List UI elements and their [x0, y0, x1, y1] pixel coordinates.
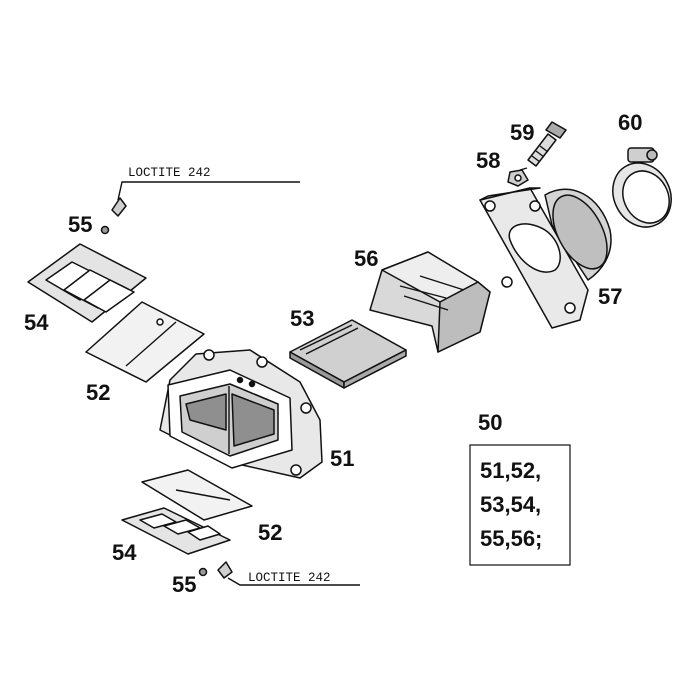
leader-lines — [117, 167, 528, 586]
callout-60: 60 — [618, 110, 642, 135]
part-52-top-reed-petal — [85, 301, 205, 383]
callout-55-bottom: 55 — [172, 572, 196, 597]
part-56-deflector — [369, 251, 491, 353]
part-60-hose-clamp — [612, 147, 672, 228]
part-55-top-screw — [100, 197, 127, 235]
callout-53: 53 — [290, 306, 314, 331]
loctite-note-top: LOCTITE 242 — [128, 166, 211, 180]
kit-line-3: 55,56; — [480, 526, 542, 551]
callout-56: 56 — [354, 246, 378, 271]
callout-57: 57 — [598, 284, 622, 309]
kit-line-1: 51,52, — [480, 458, 541, 483]
part-51-reed-block — [159, 349, 323, 479]
part-57-intake-flange — [479, 187, 612, 329]
callout-54-bottom: 54 — [112, 540, 137, 565]
part-52-bottom-reed-petal — [141, 469, 253, 521]
callout-54-top: 54 — [24, 310, 49, 335]
part-53-reed-plate — [289, 319, 407, 389]
part-58-washer — [507, 169, 529, 187]
part-59-bolt — [527, 121, 567, 167]
callout-52-top: 52 — [86, 380, 110, 405]
callout-52-bottom: 52 — [258, 520, 282, 545]
callout-50: 50 — [478, 410, 502, 435]
callout-55-top: 55 — [68, 212, 92, 237]
callout-51: 51 — [330, 446, 354, 471]
part-54-top-reed-frame — [27, 243, 147, 323]
part-55-bottom-screw — [198, 561, 233, 579]
loctite-note-bottom: LOCTITE 242 — [248, 571, 331, 585]
kit-box-50: 51,52, 53,54, 55,56; — [469, 444, 571, 566]
part-54-bottom-reed-frame — [121, 507, 231, 555]
kit-line-2: 53,54, — [480, 492, 541, 517]
callout-59: 59 — [510, 120, 534, 145]
callout-58: 58 — [476, 148, 500, 173]
